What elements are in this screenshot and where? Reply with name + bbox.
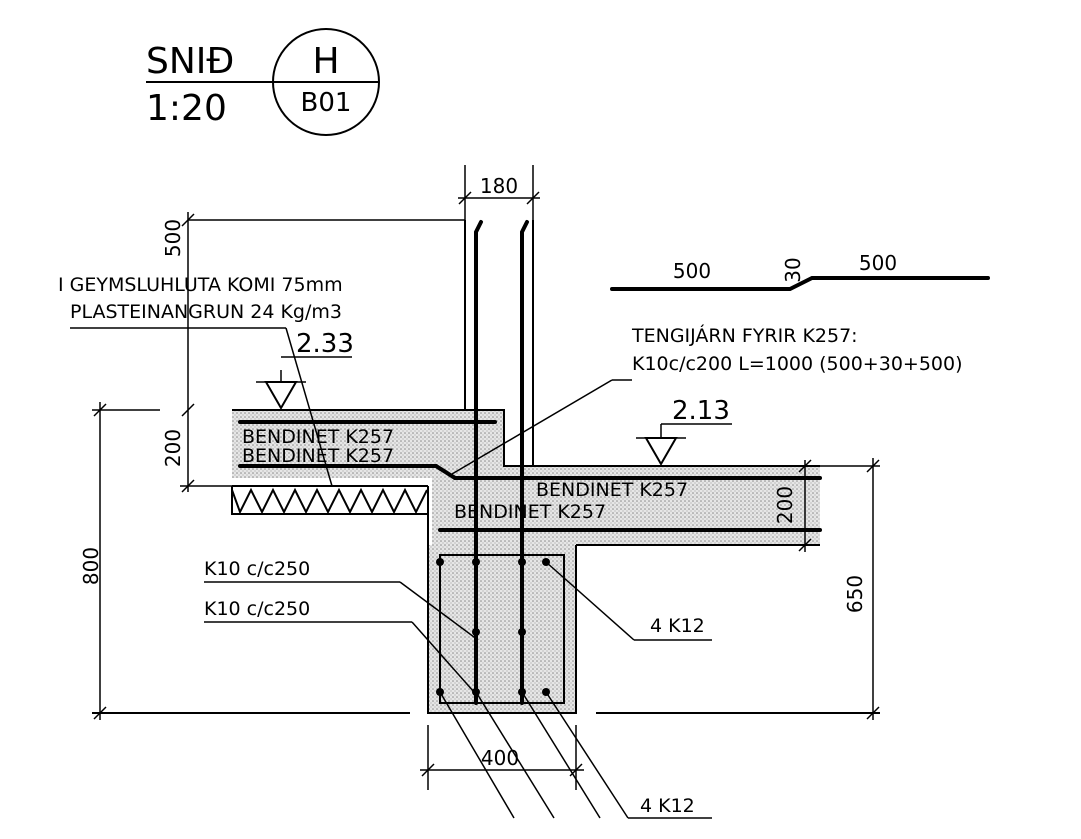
- stirrup: [439, 554, 565, 704]
- rebar-dot: [518, 628, 526, 636]
- insulation-note-line2: PLASTEINANGRUN 24 Kg/m3: [70, 301, 342, 323]
- level-triangle: [644, 437, 678, 467]
- dim-wall-top: 500: [161, 219, 185, 257]
- detail-id: H: [312, 41, 339, 82]
- annotations: I GEYMSLUHLUTA KOMI 75mm PLASTEINANGRUN …: [58, 274, 963, 819]
- rebar-dot: [436, 558, 444, 566]
- bend-detail: 500 30 500: [610, 251, 990, 291]
- structure-outline: [92, 220, 880, 714]
- insulation-note-line1: I GEYMSLUHLUTA KOMI 75mm: [58, 274, 343, 296]
- scale-label: 1:20: [146, 88, 227, 129]
- dim-footing-width: 400: [481, 746, 519, 770]
- sheet-id: B01: [301, 88, 352, 118]
- top-bars-label: 4 K12: [650, 615, 705, 637]
- dim-lower-slab: 200: [773, 486, 797, 524]
- bend-seg-b: 500: [859, 251, 897, 275]
- rebar-dot: [518, 558, 526, 566]
- wall-bar: [520, 220, 529, 705]
- upper-slab: [232, 410, 504, 478]
- bottom-bars-label: 4 K12: [640, 795, 695, 817]
- dimensions: 180 500 200 800 200 650 400: [79, 165, 880, 790]
- title-block: SNIÐ 1:20 H B01: [146, 28, 380, 136]
- dim-total-left: 800: [79, 547, 103, 585]
- dim-right-height: 650: [843, 575, 867, 613]
- concrete-section: [232, 410, 820, 713]
- rebar-dot: [472, 558, 480, 566]
- level-lower: 2.13: [672, 396, 730, 426]
- dim-upper-slab: 200: [161, 429, 185, 467]
- mesh-label-2: BENDINET K257: [242, 445, 394, 467]
- footing: [428, 545, 576, 713]
- section-label: SNIÐ: [146, 41, 234, 82]
- mesh-label-1: BENDINET K257: [242, 426, 394, 448]
- wall-bar: [474, 220, 483, 705]
- level-triangle: [264, 381, 298, 411]
- rebar-dot: [472, 628, 480, 636]
- mesh-label-3: BENDINET K257: [536, 479, 688, 501]
- reinforcement: [238, 220, 822, 705]
- level-markers: 2.33 2.13: [256, 329, 732, 467]
- insulation-zigzag: [231, 487, 428, 515]
- lower-slab: [432, 466, 820, 545]
- stirrup-label-b: K10 c/c250: [204, 598, 310, 620]
- tie-note-line2: K10c/c200 L=1000 (500+30+500): [632, 353, 963, 375]
- bend-seg-a: 500: [673, 259, 711, 283]
- tie-note-line1: TENGIJÁRN FYRIR K257:: [631, 324, 858, 347]
- dim-wall-width: 180: [480, 174, 518, 198]
- level-upper: 2.33: [296, 329, 354, 359]
- mesh-label-4: BENDINET K257: [454, 501, 606, 523]
- bend-bar: [610, 276, 990, 291]
- stirrup-label-a: K10 c/c250: [204, 558, 310, 580]
- bend-offset: 30: [781, 257, 805, 282]
